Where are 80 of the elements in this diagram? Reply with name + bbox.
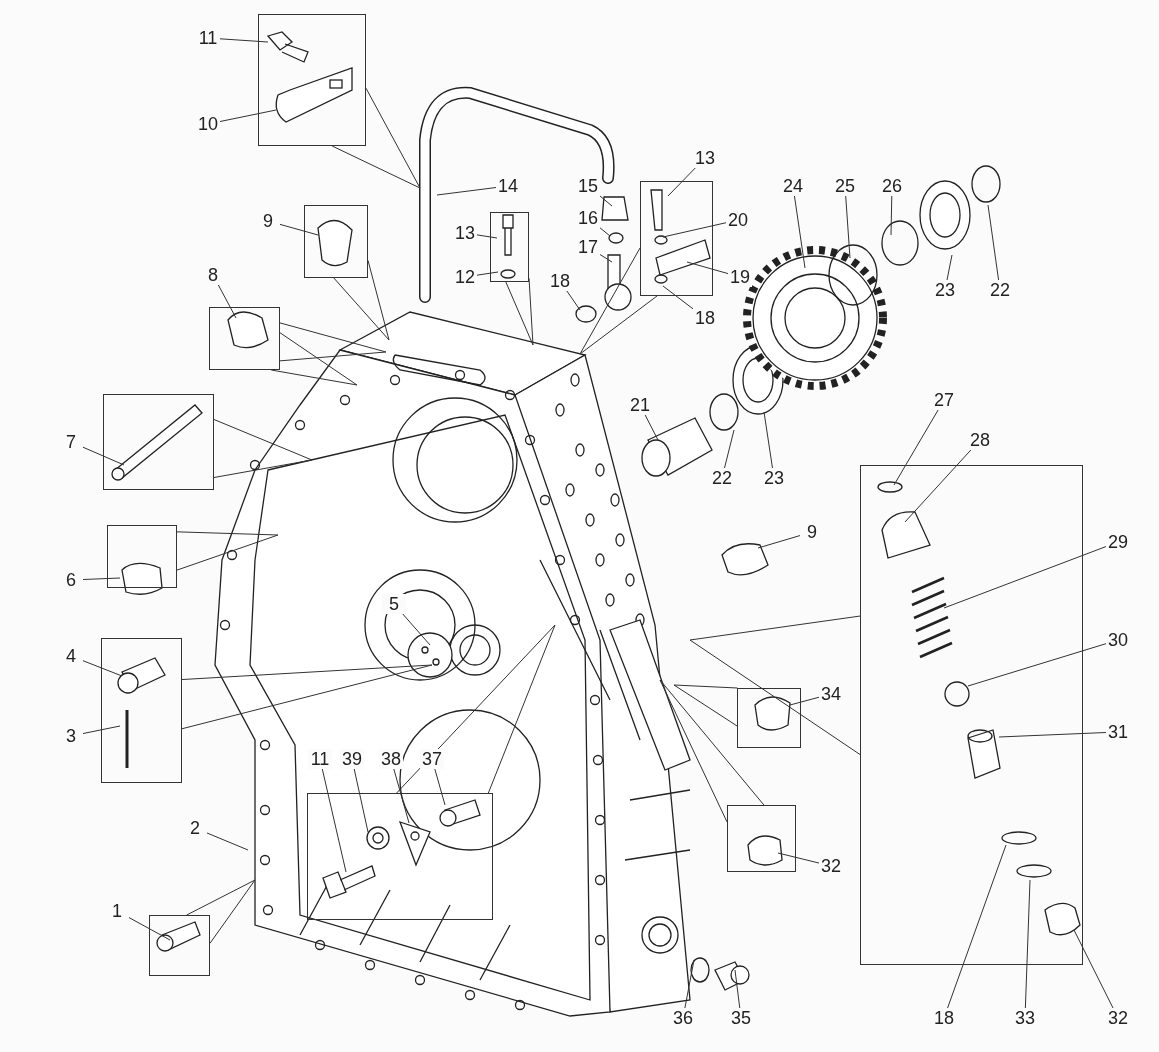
leader-line xyxy=(333,259,390,341)
inset-frame xyxy=(737,688,801,748)
callout-number: 39 xyxy=(340,749,364,769)
leader-line xyxy=(943,546,1107,609)
callout-number: 11 xyxy=(308,749,332,769)
leader-line xyxy=(82,577,121,580)
leader-line xyxy=(331,87,421,189)
leader-line xyxy=(599,195,613,207)
leader-line xyxy=(219,109,277,123)
leader-line xyxy=(946,254,953,281)
leader-line xyxy=(186,879,256,944)
leader-line xyxy=(402,613,431,646)
leader-line xyxy=(893,409,939,486)
leader-line xyxy=(393,768,410,824)
leader-line xyxy=(82,446,125,466)
inset-frame xyxy=(727,805,796,872)
leader-line xyxy=(396,624,556,794)
leader-line xyxy=(947,844,1007,1009)
inset-frame xyxy=(860,465,1083,965)
leader-line xyxy=(599,254,613,263)
leader-line xyxy=(757,535,801,549)
leader-line xyxy=(128,917,171,941)
leader-line xyxy=(579,247,658,355)
leader-line xyxy=(777,852,820,864)
leader-line xyxy=(904,449,972,523)
leader-line xyxy=(662,285,694,310)
leader-line xyxy=(659,679,765,823)
leader-line xyxy=(1024,879,1031,1009)
leader-line xyxy=(82,725,121,735)
leader-line xyxy=(476,234,498,239)
leader-line xyxy=(206,832,249,851)
inset-frame xyxy=(258,14,366,146)
leader-line xyxy=(890,195,893,236)
leader-line xyxy=(684,959,695,1009)
leader-line xyxy=(436,187,497,196)
leader-line xyxy=(644,414,659,441)
leader-line xyxy=(219,38,269,43)
inset-frame xyxy=(103,394,214,490)
leader-line xyxy=(845,195,851,259)
leader-line xyxy=(662,222,727,238)
leader-line xyxy=(686,261,729,275)
leader-line xyxy=(1073,929,1114,1009)
leader-line xyxy=(967,643,1107,687)
leader-line xyxy=(434,768,446,806)
leader-line xyxy=(505,277,534,346)
inset-frame xyxy=(101,638,182,783)
leader-line xyxy=(217,284,237,319)
leader-line xyxy=(789,696,820,706)
leader-line xyxy=(724,429,735,469)
leader-line xyxy=(667,167,696,197)
leader-line xyxy=(987,204,1000,281)
leader-line xyxy=(599,227,611,237)
inset-frame xyxy=(307,793,493,920)
leader-line xyxy=(476,271,499,276)
leader-line xyxy=(673,684,738,727)
leader-line xyxy=(734,969,741,1009)
callout-number: 37 xyxy=(420,749,444,769)
leader-line xyxy=(998,732,1107,738)
callout-number: 38 xyxy=(379,749,403,769)
leader-line xyxy=(176,531,279,571)
inset-frame xyxy=(107,525,177,588)
inset-frame xyxy=(209,307,280,370)
leader-line xyxy=(793,195,806,269)
inset-frame xyxy=(304,205,368,278)
leader-line xyxy=(353,768,369,833)
inset-frame xyxy=(640,181,713,296)
leader-line xyxy=(279,322,387,362)
callout-number: 5 xyxy=(382,594,406,614)
inset-frame xyxy=(490,212,529,282)
leader-line xyxy=(270,332,358,386)
leader-line xyxy=(181,664,433,730)
leader-line xyxy=(321,768,347,873)
leader-line xyxy=(279,223,319,236)
leader-line xyxy=(689,615,861,756)
leader-line xyxy=(213,419,313,478)
inset-frame xyxy=(149,915,210,976)
callout-number: 19 xyxy=(728,267,752,287)
leader-line xyxy=(566,290,581,311)
leader-line xyxy=(763,411,773,469)
leader-line xyxy=(82,660,123,677)
